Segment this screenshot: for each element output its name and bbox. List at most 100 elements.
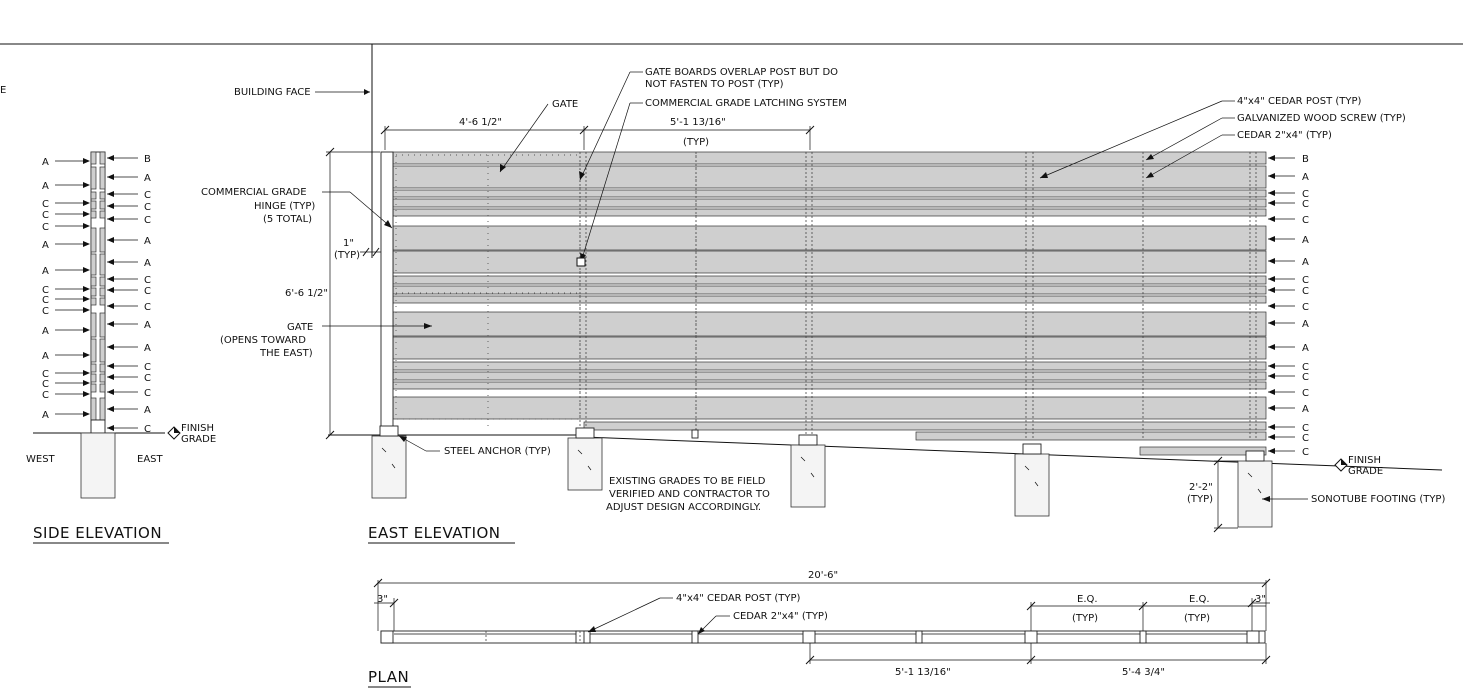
concrete-hatch [1247,472,1253,478]
cedar-board-note: CEDAR 2"x4" (TYP) [1237,130,1332,141]
side-board-right [99,276,106,287]
side-anchor [90,419,106,434]
arrowhead [107,321,114,327]
dim-height-text: 6'-6 1/2" [285,288,328,299]
side-board-left [90,297,97,306]
arrowhead [1268,173,1275,179]
board-type-label: C [1302,362,1309,373]
side-left-type-label: A [42,326,49,337]
side-board-right [99,227,106,253]
arrowhead [83,307,90,313]
side-right-type-label: C [144,424,151,435]
side-right-type-label: C [144,286,151,297]
arrowhead [83,158,90,164]
concrete-hatch [381,447,387,453]
arrowhead [83,241,90,247]
board-type-label: C [1302,215,1309,226]
concrete-hatch [800,456,806,462]
arrowhead [83,370,90,376]
fence-board [392,285,1267,295]
plan-post [802,630,816,644]
concrete-hatch [1024,465,1030,471]
arrowhead [1268,236,1275,242]
arrowhead [1268,155,1275,161]
plan-post-note: 4"x4" CEDAR POST (TYP) [676,593,800,604]
arrowhead [107,374,114,380]
side-right-type-label: B [144,154,151,165]
sonotube-footing [371,435,407,499]
plan-post [1139,630,1147,644]
side-board-left [90,383,97,393]
steel-anchor [798,434,818,446]
side-right-type-label: C [144,215,151,226]
sonotube-footing [1237,460,1273,528]
side-board-left [90,191,97,200]
side-right-type-label: C [144,202,151,213]
side-board-right [99,383,106,393]
side-right-type-label: C [144,388,151,399]
side-right-type-label: C [144,302,151,313]
arrowhead [107,174,114,180]
sonotube-note: SONOTUBE FOOTING (TYP) [1311,494,1445,505]
arrowhead [83,391,90,397]
side-finish-grade-symbol: FINISH GRADE [167,423,216,445]
latch-hardware [576,257,586,267]
side-board-right [99,200,106,210]
side-right-type-label: A [144,343,151,354]
side-right-type-label: A [144,236,151,247]
arrowhead [83,182,90,188]
steel-anchor [379,425,399,437]
dim-footing-typ: (TYP) [1187,494,1213,505]
east-grade-label: GRADE [1348,466,1383,477]
arrowhead [1268,287,1275,293]
arrowhead [83,352,90,358]
gate-boards-note-2: NOT FASTEN TO POST (TYP) [645,79,784,90]
side-west-label: WEST [26,454,56,465]
plan-title: PLAN [368,668,409,686]
fence-board [392,336,1267,360]
board-type-label: A [1302,257,1309,268]
dim-height: 6'-6 1/2" [285,147,380,440]
side-board-left [90,287,97,297]
arrowhead [83,296,90,302]
steel-anchor [1022,443,1042,455]
side-left-type-label: A [42,181,49,192]
steel-anchor [1245,450,1265,462]
side-board-right [99,297,106,306]
side-board-right [99,166,106,190]
fence-board [392,381,1267,390]
side-board-right [99,397,106,421]
dim-span-typ-text: (TYP) [683,137,709,148]
side-left-type-label: C [42,306,49,317]
side-left-type-label: C [42,379,49,390]
side-right-type-label: C [144,190,151,201]
side-board-left [90,227,97,253]
east-grade-slope [583,436,1443,471]
fence-board [392,361,1267,371]
side-board-left [90,373,97,383]
plan-rail [380,630,1266,644]
board-type-label: C [1302,302,1309,313]
side-right-type-label: A [144,405,151,416]
arrowhead [1268,258,1275,264]
arrowhead [83,411,90,417]
side-board-left [90,338,97,363]
hinge-note-2: HINGE (TYP) [254,201,315,212]
arrowhead [1268,216,1275,222]
side-left-type-label: A [42,240,49,251]
arrowhead [83,327,90,333]
dim-gate-width: 4'-6 1/2" [380,117,589,150]
plan-view: 20'-6" 3" 3" E.Q. (TYP) E.Q. (TYP) 4"x4"… [368,570,1271,688]
board-type-label: A [1302,404,1309,415]
gap-dim-2: (TYP) [334,250,360,261]
arrowhead [107,425,114,431]
cedar-post-note: 4"x4" CEDAR POST (TYP) [1237,96,1361,107]
arrowhead [83,286,90,292]
plan-eq-1: E.Q. [1077,594,1098,605]
arrowhead [1268,200,1275,206]
side-left-type-label: A [42,410,49,421]
